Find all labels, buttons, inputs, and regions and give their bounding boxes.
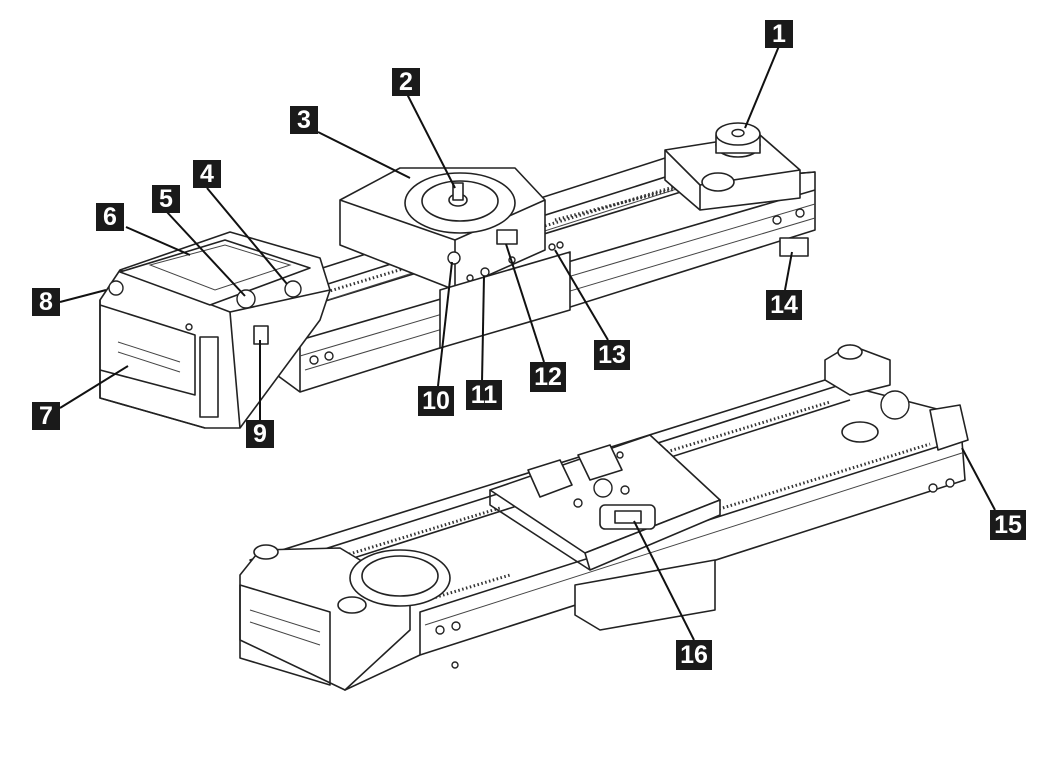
callout-3: 3 <box>290 106 318 134</box>
callout-5-text: 5 <box>159 185 173 213</box>
callout-4-text: 4 <box>200 160 214 188</box>
callout-12-text: 12 <box>534 363 562 391</box>
callout-15: 15 <box>990 510 1026 540</box>
callout-14-text: 14 <box>770 291 798 319</box>
leader-5 <box>165 210 246 297</box>
callout-10: 10 <box>418 386 454 416</box>
callout-9-text: 9 <box>253 420 267 448</box>
callout-10-text: 10 <box>422 387 450 415</box>
leader-2 <box>405 91 456 189</box>
callout-1-text: 1 <box>772 20 786 48</box>
callout-15-text: 15 <box>994 511 1022 539</box>
callout-13: 13 <box>594 340 630 370</box>
callout-11: 11 <box>466 380 502 410</box>
leader-7 <box>59 365 129 409</box>
callout-13-text: 13 <box>598 341 626 369</box>
leader-4 <box>206 187 288 285</box>
leader-1 <box>744 45 780 129</box>
leader-11 <box>481 275 485 383</box>
callout-8: 8 <box>32 288 60 316</box>
callout-4: 4 <box>193 160 221 188</box>
callout-9: 9 <box>246 420 274 448</box>
leader-16 <box>633 520 695 641</box>
leader-12 <box>505 243 545 363</box>
leader-15 <box>961 447 996 511</box>
callout-11-text: 11 <box>471 381 498 409</box>
callout-2-text: 2 <box>399 68 413 96</box>
callout-12: 12 <box>530 362 566 392</box>
callout-8-text: 8 <box>39 288 53 316</box>
callout-14: 14 <box>766 290 802 320</box>
callout-2: 2 <box>392 68 420 96</box>
leader-10 <box>437 261 453 387</box>
leader-lines <box>59 45 996 641</box>
leader-3 <box>317 131 411 179</box>
leader-8 <box>59 289 107 303</box>
top-slider-illustration <box>99 122 816 429</box>
callout-1: 1 <box>765 20 793 48</box>
callout-5: 5 <box>152 185 180 213</box>
callout-6-text: 6 <box>103 203 117 231</box>
callout-7: 7 <box>32 402 60 430</box>
callout-16-text: 16 <box>680 641 708 669</box>
callout-3-text: 3 <box>297 106 311 134</box>
callout-6: 6 <box>96 203 124 231</box>
callout-16: 16 <box>676 640 712 670</box>
bottom-slider-illustration <box>239 344 969 691</box>
leader-14 <box>784 251 793 291</box>
callout-7-text: 7 <box>39 402 53 430</box>
leader-13 <box>554 249 609 341</box>
leader-6 <box>125 226 191 256</box>
